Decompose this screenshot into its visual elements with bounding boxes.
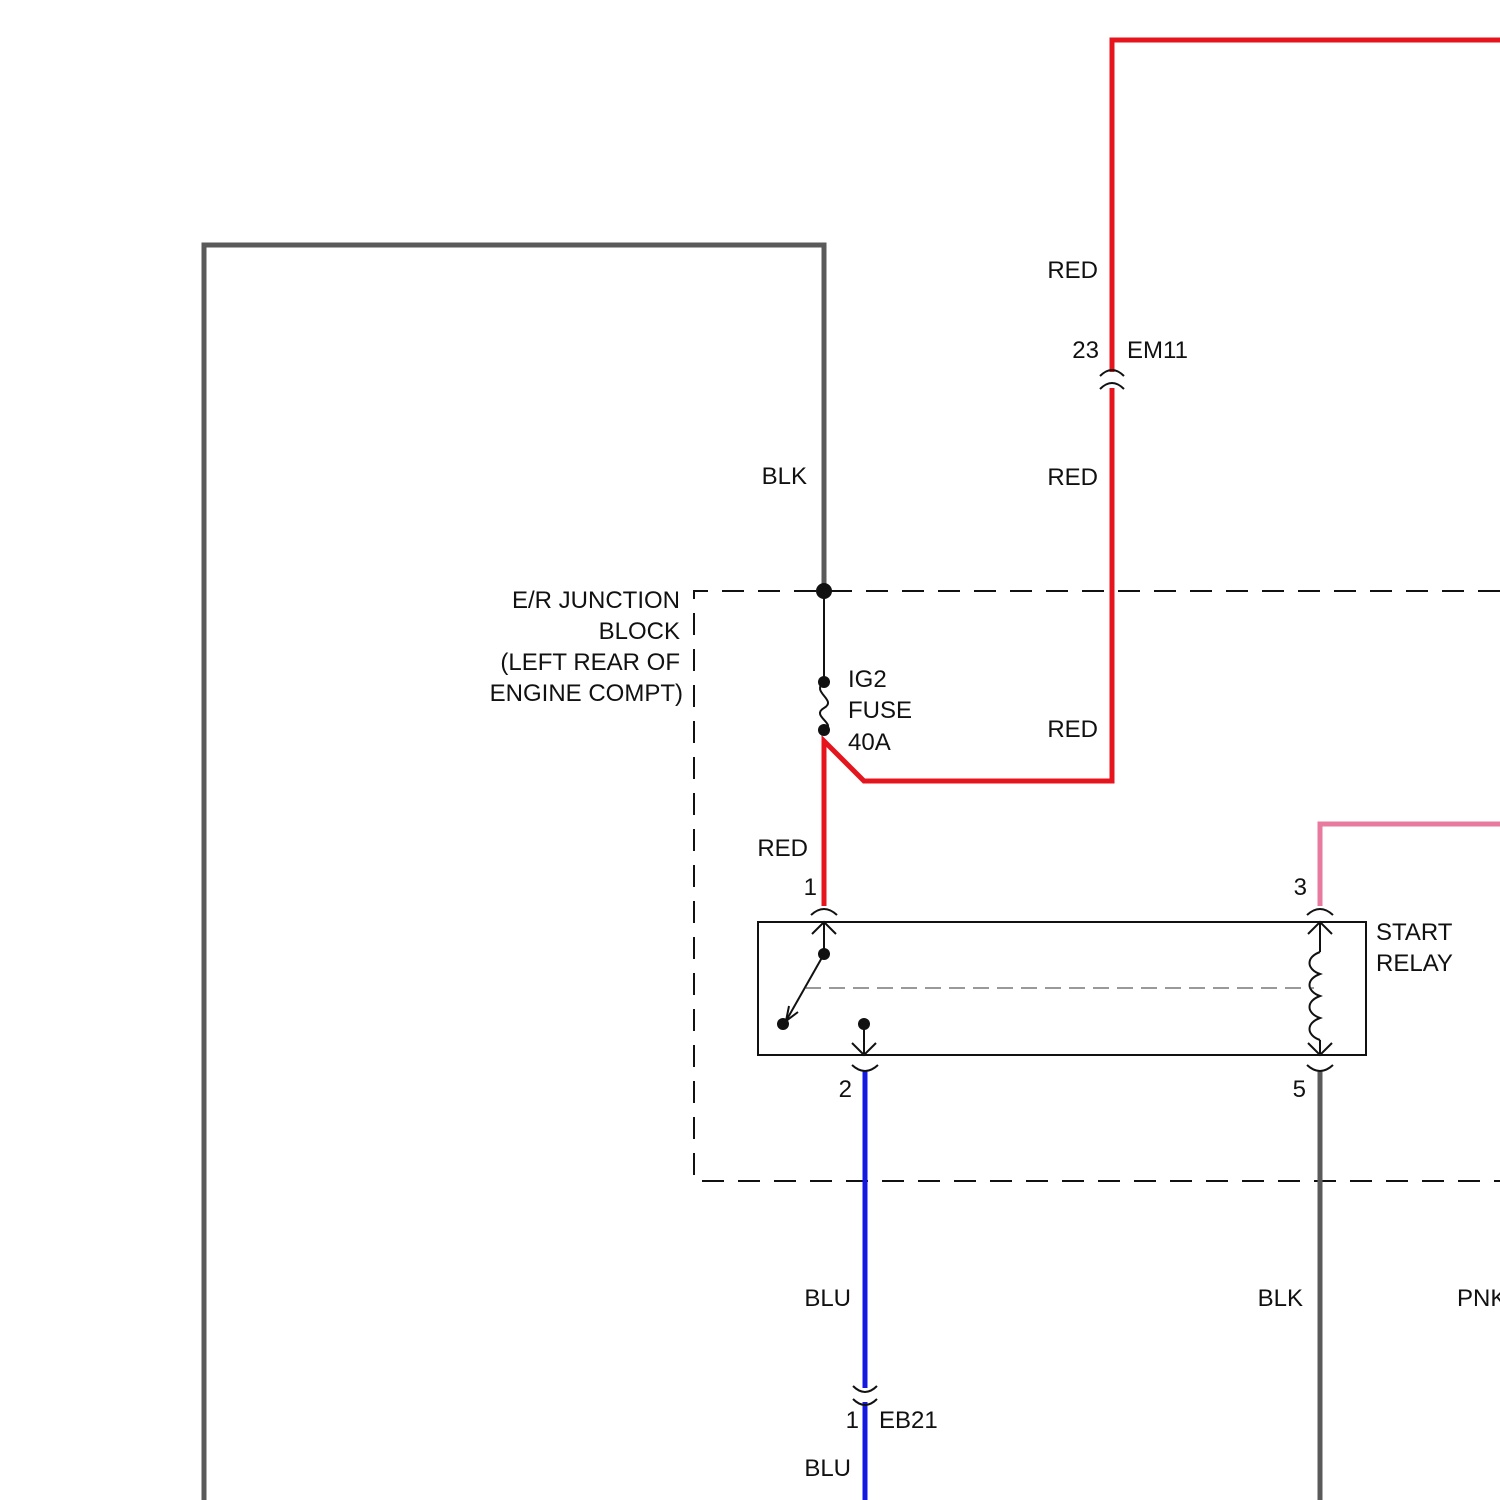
em11-pin-label: 23 bbox=[1072, 337, 1099, 364]
svg-text:START: START bbox=[1376, 919, 1453, 946]
wire-label-blu-upper: BLU bbox=[804, 1285, 851, 1312]
svg-text:40A: 40A bbox=[848, 729, 891, 756]
relay-pin-3-label: 3 bbox=[1294, 874, 1307, 901]
junction-block-label: E/R JUNCTION BLOCK (LEFT REAR OF ENGINE … bbox=[490, 587, 683, 707]
wire-label-red-relay-feed: RED bbox=[757, 835, 808, 862]
svg-text:BLOCK: BLOCK bbox=[599, 618, 680, 645]
svg-text:E/R JUNCTION: E/R JUNCTION bbox=[512, 587, 680, 614]
wire-label-blk-relay: BLK bbox=[1258, 1285, 1303, 1312]
relay-pin-2-label: 2 bbox=[839, 1076, 852, 1103]
blk-ground-wire bbox=[204, 245, 824, 1500]
start-relay-label: START RELAY bbox=[1376, 919, 1453, 977]
wire-label-red-mid: RED bbox=[1047, 464, 1098, 491]
relay-pin5-connector bbox=[1307, 1065, 1333, 1071]
wire-label-blk-top: BLK bbox=[762, 463, 807, 490]
eb21-connector-label: EB21 bbox=[879, 1407, 938, 1434]
em11-connector-label: EM11 bbox=[1127, 337, 1188, 364]
svg-text:ENGINE COMPT): ENGINE COMPT) bbox=[490, 680, 683, 707]
fuse-label: IG2 FUSE 40A bbox=[848, 666, 912, 756]
eb21-pin-label: 1 bbox=[846, 1407, 859, 1434]
wire-label-red-fuse-out: RED bbox=[1047, 716, 1098, 743]
relay-pin2-connector bbox=[852, 1065, 878, 1071]
svg-text:RELAY: RELAY bbox=[1376, 950, 1453, 977]
wire-label-red-top: RED bbox=[1047, 257, 1098, 284]
pnk-wire bbox=[1320, 824, 1500, 906]
fuse-terminal-top bbox=[818, 676, 830, 688]
svg-text:(LEFT REAR OF: (LEFT REAR OF bbox=[500, 649, 680, 676]
svg-text:IG2: IG2 bbox=[848, 666, 887, 693]
red-top-wire bbox=[1112, 40, 1500, 372]
svg-text:FUSE: FUSE bbox=[848, 697, 912, 724]
relay-pin-1-label: 1 bbox=[804, 874, 817, 901]
em11-connector-symbol bbox=[1100, 370, 1124, 389]
fuse-terminal-bottom bbox=[818, 724, 830, 736]
ig2-fuse-element bbox=[820, 682, 828, 730]
wire-label-pnk: PNK bbox=[1457, 1285, 1500, 1312]
relay-pin3-connector bbox=[1307, 909, 1333, 915]
relay-pin1-connector bbox=[811, 909, 837, 915]
splice-dot bbox=[816, 583, 832, 599]
wire-label-blu-lower: BLU bbox=[804, 1455, 851, 1482]
relay-pin-5-label: 5 bbox=[1293, 1076, 1306, 1103]
